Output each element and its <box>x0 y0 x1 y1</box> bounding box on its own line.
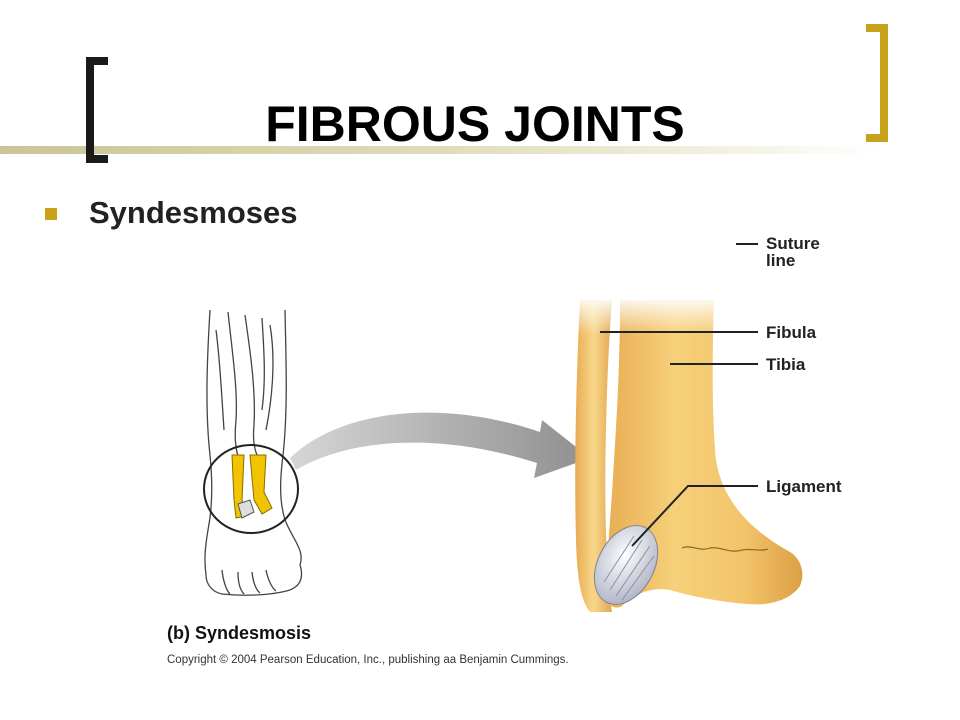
leg-bones-highlight <box>231 454 273 519</box>
leader-lines <box>600 243 758 547</box>
tibia-bone <box>605 300 803 608</box>
label-ligament: Ligament <box>766 477 842 496</box>
ligament <box>593 525 659 605</box>
zoom-circle <box>203 444 299 534</box>
figure-copyright: Copyright © 2004 Pearson Education, Inc.… <box>167 654 569 666</box>
bullet-marker <box>45 208 57 220</box>
header-underline <box>0 146 880 154</box>
slide-title: FIBROUS JOINTS <box>265 96 685 152</box>
left-bracket-decoration <box>86 57 108 163</box>
suture-line-mark <box>681 546 769 552</box>
leg-outline-drawing <box>204 309 303 596</box>
label-tibia: Tibia <box>766 355 806 374</box>
figure-caption: (b) Syndesmosis <box>167 623 312 643</box>
fibula-bone <box>575 300 612 612</box>
right-bracket-decoration <box>866 24 888 142</box>
zoom-arrow <box>290 412 590 478</box>
label-suture-bottom: line <box>766 251 796 270</box>
bullet-text: Syndesmoses <box>89 195 298 230</box>
label-suture-top: Suture <box>766 234 820 253</box>
label-fibula: Fibula <box>766 323 817 342</box>
